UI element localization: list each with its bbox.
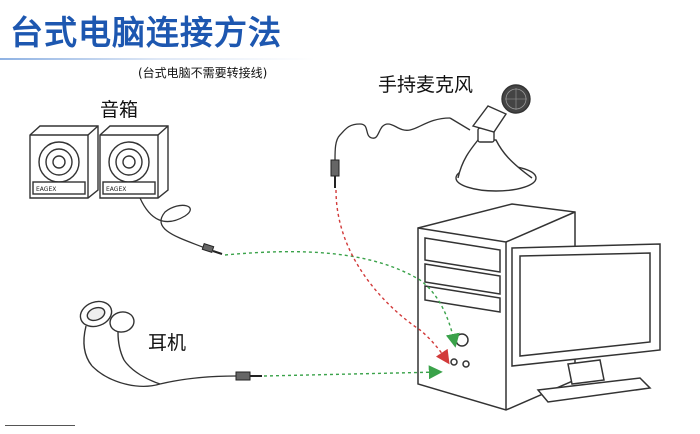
speaker-right bbox=[99, 125, 169, 199]
earphones-icon bbox=[79, 300, 135, 367]
earphones-label: 耳机 bbox=[148, 332, 187, 354]
speaker-cable bbox=[139, 197, 206, 249]
speaker-brand-left: EAGEX bbox=[36, 186, 56, 193]
speaker-plug bbox=[201, 242, 223, 255]
earphone-connection-line bbox=[263, 365, 443, 380]
speaker-brand-right: EAGEX bbox=[106, 186, 126, 193]
microphone-icon bbox=[449, 84, 537, 192]
monitor bbox=[511, 243, 661, 403]
earphone-plug bbox=[235, 371, 262, 381]
microphone-plug bbox=[330, 159, 340, 188]
speaker-left bbox=[29, 125, 99, 199]
title-underline bbox=[0, 58, 315, 60]
microphone-label: 手持麦克风 bbox=[378, 74, 474, 96]
microphone-cable bbox=[334, 117, 451, 161]
footer-rule bbox=[5, 425, 75, 426]
speakers-label: 音箱 bbox=[100, 99, 139, 121]
earphone-cable-main bbox=[159, 375, 237, 385]
microphone-connection-line bbox=[335, 189, 450, 365]
earphone-cable-left bbox=[91, 365, 161, 387]
page-title: 台式电脑连接方法 bbox=[10, 13, 282, 52]
speaker-connection-line bbox=[224, 250, 460, 348]
earphone-cable-right bbox=[123, 359, 161, 385]
subtitle: (台式电脑不需要转接线) bbox=[138, 66, 268, 80]
